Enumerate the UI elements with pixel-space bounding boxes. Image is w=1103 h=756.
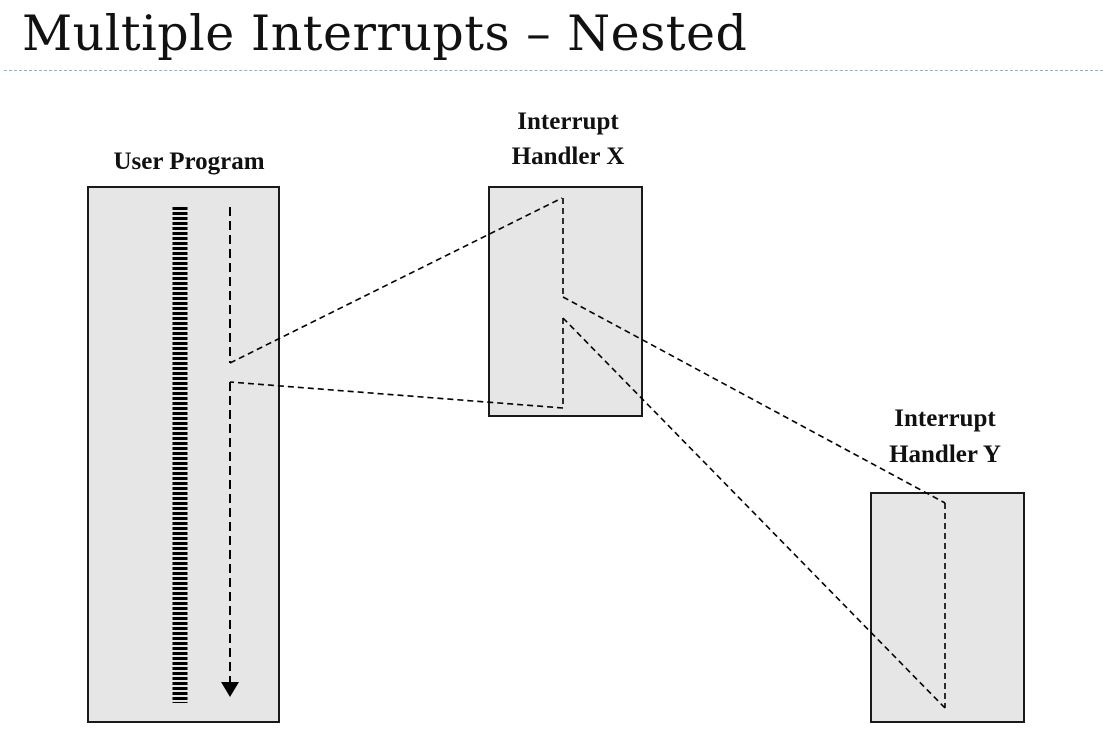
- handler-y-box: [870, 492, 1025, 723]
- title-divider: [4, 70, 1103, 71]
- handler-y-label-line1: Interrupt: [894, 405, 996, 432]
- flow-arrowhead: [221, 682, 239, 697]
- handler-x-label-line2: Handler X: [512, 143, 625, 170]
- transfer-to-handler-y: [562, 296, 946, 504]
- handler-y-label-line2: Handler Y: [889, 441, 1001, 468]
- slide-title: Multiple Interrupts – Nested: [22, 5, 748, 62]
- return-from-handler-x: [229, 381, 564, 409]
- handler-x-box: [488, 186, 643, 417]
- user-program-label: User Program: [113, 148, 264, 175]
- transfer-to-handler-x: [229, 197, 563, 364]
- return-from-handler-y: [562, 317, 946, 709]
- transfer-lines: [229, 197, 946, 709]
- handler-x-label-line1: Interrupt: [517, 108, 619, 135]
